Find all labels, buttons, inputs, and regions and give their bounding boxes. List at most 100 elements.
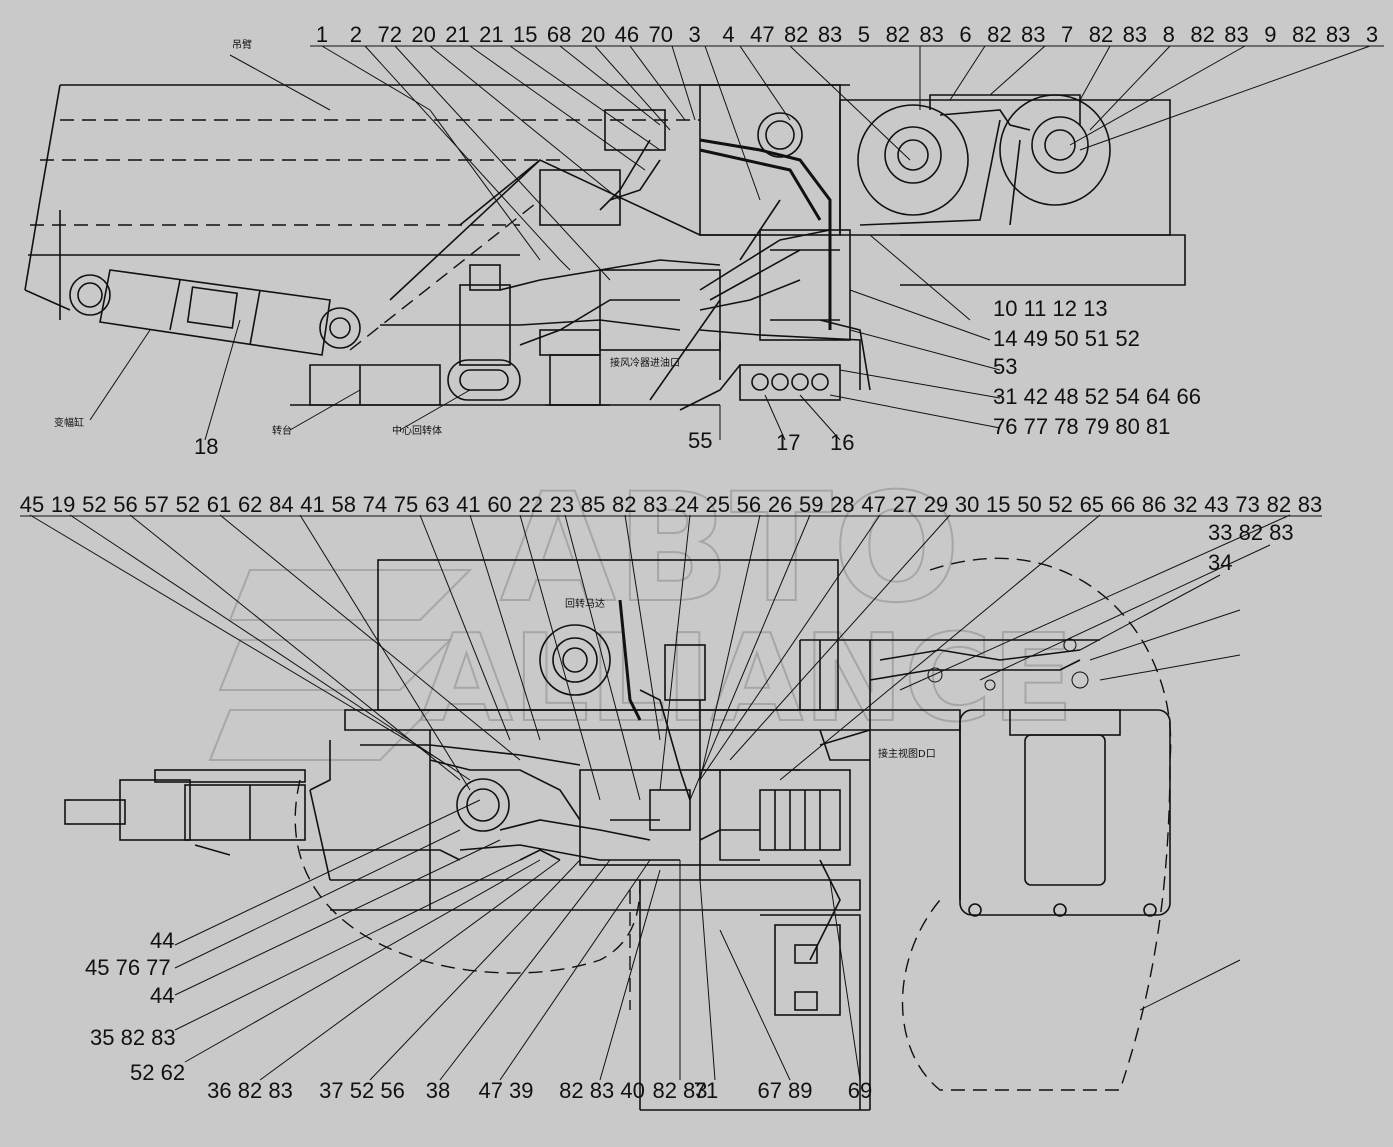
watermark: ABTO ALLIANCE [208, 461, 1075, 761]
top-callout-31: 3 [1366, 22, 1378, 47]
label-boom: 吊臂 [232, 38, 252, 51]
bottom-callout-13: 63 [425, 492, 449, 517]
bottom-base-callout-8: 69 [848, 1078, 872, 1103]
top-callout-2: 72 [377, 22, 401, 47]
bottom-callout-16: 22 [518, 492, 542, 517]
bottom-base-callout-5: 82 83 [652, 1078, 707, 1103]
bottom-callout-35: 66 [1111, 492, 1135, 517]
bottom-left-callouts: 44 45 76 77 44 35 82 83 52 62 [85, 928, 185, 1085]
bottom-callout-12: 75 [394, 492, 418, 517]
top-callout-16: 5 [858, 22, 870, 47]
bottom-callout-9: 41 [300, 492, 324, 517]
bottom-callout-38: 43 [1204, 492, 1228, 517]
bottom-piping [300, 599, 1089, 961]
label-center-swivel: 中心回转体 [392, 424, 442, 437]
bottom-callout-1: 19 [51, 492, 75, 517]
top-callout-28: 9 [1264, 22, 1276, 47]
bottom-callout-26: 28 [830, 492, 854, 517]
bottom-callout-34: 65 [1080, 492, 1104, 517]
bottom-callout-15: 60 [487, 492, 511, 517]
callout-17: 17 [776, 430, 800, 455]
label-main-view-port: 接主视图D口 [878, 747, 936, 760]
bottom-callout-6: 61 [207, 492, 231, 517]
label-turntable: 转台 [272, 424, 292, 437]
bottom-callout-18: 85 [581, 492, 605, 517]
bottom-callout-4: 57 [144, 492, 168, 517]
swing-motor [456, 624, 611, 832]
bottom-valve-bank [649, 644, 841, 851]
top-callout-15: 83 [818, 22, 842, 47]
bottom-callout-19: 82 [612, 492, 636, 517]
callout-10-13: 10 11 12 13 [993, 296, 1108, 321]
bottom-callout-3: 56 [113, 492, 137, 517]
bottom-callout-14: 41 [456, 492, 480, 517]
bottom-luffing-cylinder [64, 769, 306, 856]
top-callout-3: 20 [411, 22, 435, 47]
callout-34: 34 [1208, 550, 1232, 575]
label-cooler-port: 接风冷器进油口 [610, 356, 680, 369]
bottom-callout-41: 83 [1298, 492, 1322, 517]
callout-14-52: 14 49 50 51 52 [993, 326, 1140, 351]
top-callout-1: 2 [350, 22, 362, 47]
top-bottom-callouts: 18 55 17 16 [194, 428, 854, 459]
top-callout-21: 83 [1021, 22, 1045, 47]
top-callout-30: 83 [1326, 22, 1350, 47]
bottom-callout-23: 56 [737, 492, 761, 517]
callout-35-82-83: 35 82 83 [90, 1025, 176, 1050]
top-callout-6: 15 [513, 22, 537, 47]
bottom-right-callouts: 33 82 83 34 [1208, 520, 1294, 575]
top-callout-23: 82 [1089, 22, 1113, 47]
label-swing-motor: 回转马达 [565, 597, 605, 610]
boom [24, 84, 700, 320]
bottom-callout-0: 45 [20, 492, 44, 517]
bottom-callout-36: 86 [1142, 492, 1166, 517]
top-callout-11: 3 [688, 22, 700, 47]
bottom-base-callout-1: 37 52 56 [319, 1078, 405, 1103]
bottom-callout-33: 52 [1048, 492, 1072, 517]
top-callout-13: 47 [750, 22, 774, 47]
top-callout-27: 83 [1224, 22, 1248, 47]
bottom-callout-25: 59 [799, 492, 823, 517]
bottom-callout-11: 74 [363, 492, 387, 517]
top-callout-22: 7 [1061, 22, 1073, 47]
callout-76-81: 76 77 78 79 80 81 [993, 414, 1170, 439]
bottom-base-callout-4: 82 83 40 [559, 1078, 645, 1103]
bottom-callout-21: 24 [674, 492, 698, 517]
top-callout-8: 20 [581, 22, 605, 47]
top-callout-4: 21 [445, 22, 469, 47]
callout-52-62: 52 62 [130, 1060, 185, 1085]
callout-33-82-83: 33 82 83 [1208, 520, 1294, 545]
bottom-callout-10: 58 [331, 492, 355, 517]
bottom-callout-17: 23 [550, 492, 574, 517]
bottom-callout-28: 27 [893, 492, 917, 517]
top-callout-24: 83 [1123, 22, 1147, 47]
bottom-base-callout-0: 36 82 83 [207, 1078, 293, 1103]
top-callout-7: 68 [547, 22, 571, 47]
top-callout-29: 82 [1292, 22, 1316, 47]
top-leader-lines [89, 45, 1371, 441]
bottom-base-callout-6: 71 [694, 1078, 718, 1103]
top-piping [380, 94, 1081, 411]
top-callout-14: 82 [784, 22, 808, 47]
bottom-leader-lines [29, 514, 1291, 1081]
bottom-callout-8: 84 [269, 492, 293, 517]
top-callout-5: 21 [479, 22, 503, 47]
bottom-callout-39: 73 [1235, 492, 1259, 517]
bottom-callout-40: 82 [1267, 492, 1291, 517]
turntable [290, 364, 720, 406]
top-callout-12: 4 [722, 22, 734, 47]
bottom-callout-20: 83 [643, 492, 667, 517]
top-callout-26: 82 [1190, 22, 1214, 47]
callout-45-76-77: 45 76 77 [85, 955, 171, 980]
watermark-text-1: ABTO [500, 462, 960, 636]
callout-44-a: 44 [150, 928, 174, 953]
bottom-callout-32: 50 [1017, 492, 1041, 517]
top-callout-9: 46 [615, 22, 639, 47]
bottom-base-callout-7: 67 89 [757, 1078, 812, 1103]
bottom-callout-27: 47 [861, 492, 885, 517]
bottom-callout-22: 25 [706, 492, 730, 517]
